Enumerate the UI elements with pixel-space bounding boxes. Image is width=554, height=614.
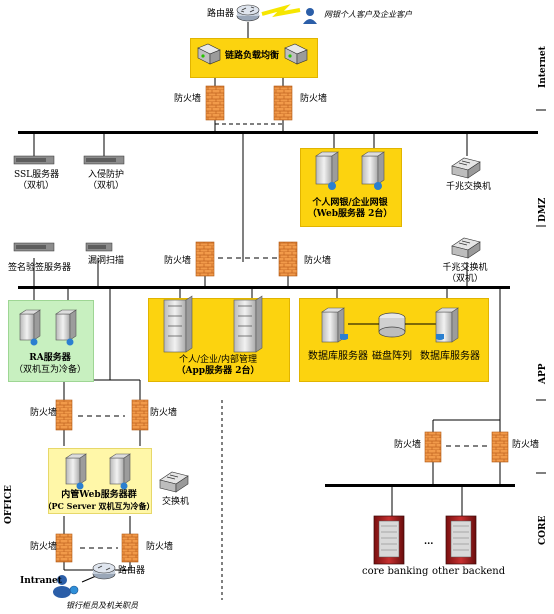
router-bottom-label: 路由器: [118, 566, 146, 576]
switch-icon: [451, 237, 481, 259]
firewall-icon: [273, 85, 293, 121]
db-server-label: 数据库服务器: [420, 351, 480, 362]
firewall-label: 防火墙: [394, 440, 422, 450]
router-icon: [236, 4, 260, 22]
firewall-label: 防火墙: [30, 542, 58, 552]
router-top-label: 路由器: [207, 9, 235, 19]
signing-server-icon: [13, 242, 55, 252]
router-icon: [92, 562, 116, 580]
core-rack-icon: [445, 515, 477, 565]
core-rack-icon: [373, 515, 405, 565]
load-balancer-icon: [197, 43, 221, 65]
firewall-icon: [424, 431, 442, 463]
firewall-icon: [205, 85, 225, 121]
network-buses: [18, 131, 538, 487]
ra-server-icon: [55, 309, 77, 346]
firewall-label: 防火墙: [146, 542, 174, 552]
app-server-sub: （App服务器 2台）: [176, 366, 260, 376]
zone-dmz-label: DMZ: [538, 197, 548, 222]
firewall-label: 防火墙: [164, 256, 192, 266]
gig-switch2-sub: （双机）: [446, 274, 483, 284]
zone-internet-label: Internet: [538, 46, 548, 88]
firewall-label: 防火墙: [30, 408, 58, 418]
user-globe-icon: [53, 575, 79, 598]
database-server-icon: [321, 307, 348, 343]
web-server-sub: （Web服务器 2台）: [307, 209, 393, 219]
signing-server-label: 签名验签服务器: [8, 263, 72, 273]
firewall-icon: [55, 533, 73, 563]
firewall-label: 防火墙: [174, 94, 202, 104]
ids-sub: （双机）: [87, 181, 124, 191]
disk-array-icon: [378, 312, 406, 338]
switch-label: 交换机: [162, 497, 190, 507]
vuln-scanner-icon: [85, 242, 113, 252]
other-backend-label: other backend: [432, 566, 506, 577]
office-web-sub: （PC Server 双机互为冷备）: [43, 501, 155, 511]
vuln-scan-label: 漏洞扫描: [88, 256, 125, 266]
web-server-label: 个人网银/企业网银: [312, 198, 388, 208]
firewall-icon: [131, 399, 149, 431]
switch-icon: [451, 157, 481, 179]
lightning-icon: [261, 4, 301, 18]
ra-server-icon: [19, 309, 41, 346]
ids-label: 入侵防护: [87, 170, 124, 180]
database-server-icon: [435, 307, 459, 343]
intranet-label: Intranet: [20, 576, 62, 586]
ssl-server-icon: [13, 155, 55, 165]
load-balancer-icon: [284, 43, 308, 65]
branch-staff-label: 银行柜员及机关职员: [66, 601, 138, 610]
ids-device-icon: [83, 155, 125, 165]
app-server-label: 个人/企业/内部管理: [178, 355, 258, 365]
db-server-label: 数据库服务器: [308, 351, 368, 362]
ssl-server-label: SSL服务器: [14, 170, 60, 180]
ellipsis-label: ...: [424, 537, 434, 547]
zone-core-label: CORE: [538, 515, 548, 545]
office-web-label: 内管Web服务器群: [61, 490, 137, 500]
ra-server-label: RA服务器: [29, 353, 71, 363]
web-server-icon: [361, 151, 385, 190]
web-server-icon: [315, 151, 339, 190]
firewall-label: 防火墙: [300, 94, 328, 104]
zone-office-label: OFFICE: [4, 485, 14, 524]
app-server-icon: [163, 295, 193, 353]
gig-switch2-label: 千兆交换机: [442, 263, 488, 273]
office-web-server-icon: [109, 453, 131, 490]
internet-clients-label: 网银个人客户及企业客户: [324, 10, 412, 19]
firewall-icon: [121, 533, 139, 563]
ssl-server-sub: （双机）: [17, 181, 54, 191]
office-web-server-icon: [65, 453, 87, 490]
disk-array-label: 磁盘阵列: [372, 351, 412, 362]
firewall-label: 防火墙: [512, 440, 540, 450]
zone-app-label: APP: [538, 363, 548, 384]
office-web-box: [48, 448, 152, 514]
firewall-icon: [195, 241, 215, 277]
firewall-label: 防火墙: [150, 408, 178, 418]
zone-ticks: [536, 109, 546, 474]
switch-icon: [159, 471, 189, 493]
ra-server-sub: （双机互为冷备）: [13, 365, 86, 375]
core-banking-label: core banking: [362, 566, 429, 577]
gig-switch-label: 千兆交换机: [446, 182, 492, 192]
app-server-icon: [233, 295, 263, 353]
firewall-label: 防火墙: [304, 256, 332, 266]
user-globe-icon: [303, 8, 317, 24]
link-lb-label: 链路负载均衡: [225, 51, 280, 61]
firewall-icon: [278, 241, 298, 277]
firewall-icon: [491, 431, 509, 463]
firewall-icon: [55, 399, 73, 431]
